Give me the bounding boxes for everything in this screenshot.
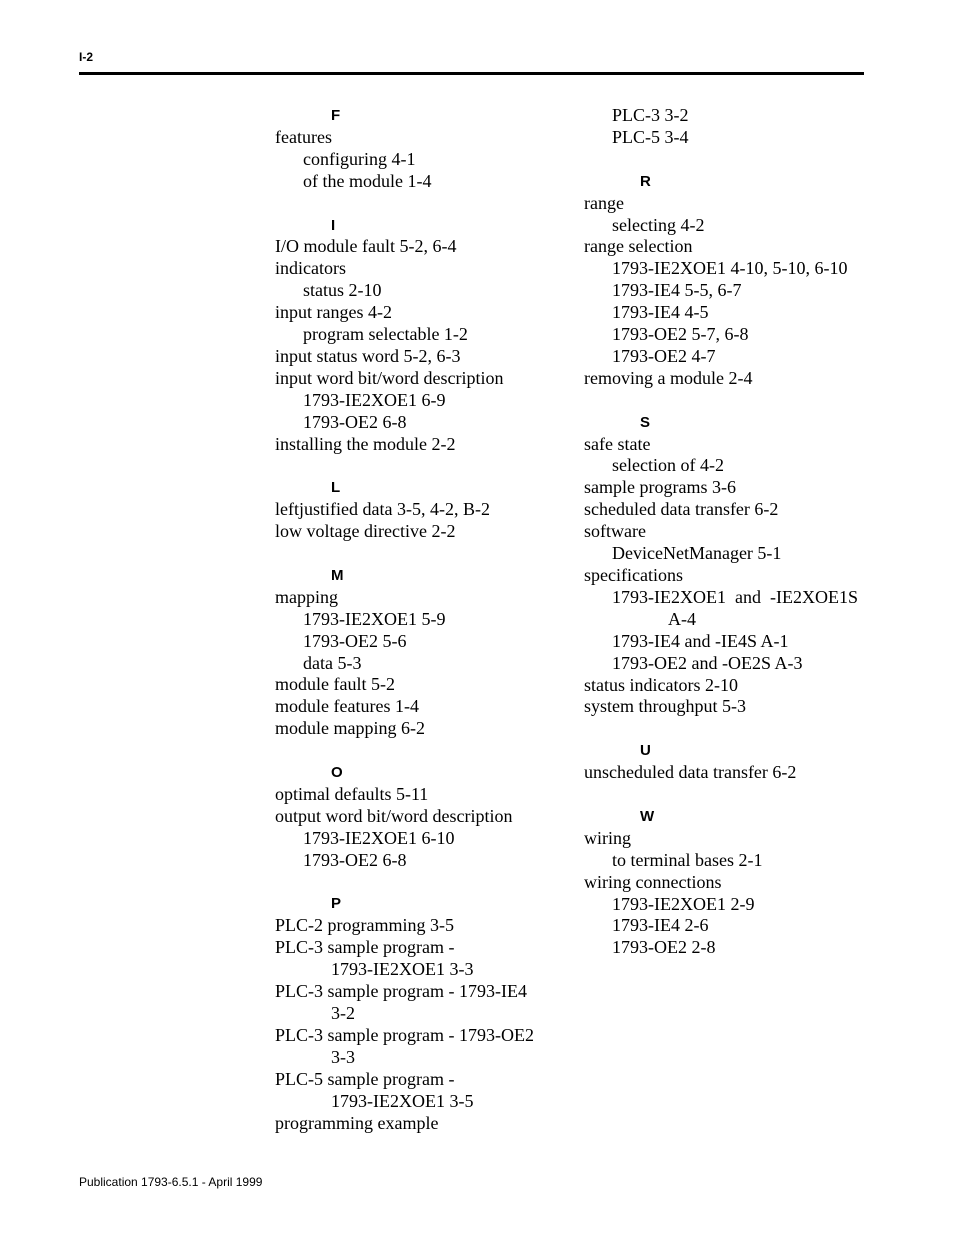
index-entry-continuation: 1793-IE2XOE1 3-5 [331,1090,474,1111]
index-section-f: F features configuring 4-1 of the module… [275,105,565,193]
index-entry: module features 1-4 [275,696,419,717]
index-subentry: 1793-OE2 5-7, 6-8 [612,324,749,345]
index-subentry: to terminal bases 2-1 [612,849,763,870]
index-section-w: W wiring to terminal bases 2-1 wiring co… [584,806,869,959]
index-subentry: configuring 4-1 [303,148,416,169]
index-section-p-continued: PLC-3 3-2 PLC-5 3-4 [584,105,869,149]
index-entry: scheduled data transfer 6-2 [584,499,779,520]
header-rule [79,72,864,75]
index-entry: indicators [275,258,346,279]
index-subentry: DeviceNetManager 5-1 [612,543,782,564]
index-entry: optimal defaults 5-11 [275,783,429,804]
index-entry: I/O module fault 5-2, 6-4 [275,236,457,257]
index-entry: module fault 5-2 [275,674,395,695]
index-entry: range [584,192,624,213]
index-subentry: status 2-10 [303,280,382,301]
index-entry: programming example [275,1112,439,1133]
index-section-m: M mapping 1793-IE2XOE1 5-9 1793-OE2 5-6 … [275,565,565,740]
index-entry: PLC-3 sample program - 1793-OE2 [275,1024,534,1045]
index-subentry: 1793-IE4 4-5 [612,302,709,323]
section-letter-r: R [640,172,651,190]
index-entry-continuation: 3-2 [331,1002,355,1023]
index-subentry: 1793-IE2XOE1 6-10 [303,827,455,848]
section-letter-u: U [640,742,651,760]
index-section-l: L leftjustified data 3-5, 4-2, B-2 low v… [275,477,565,543]
index-entry: PLC-3 sample program - [275,937,455,958]
index-entry: output word bit/word description [275,805,513,826]
section-letter-f: F [331,107,341,124]
index-entry-continuation: 3-3 [331,1046,355,1067]
section-letter-s: S [640,413,651,431]
index-subentry: data 5-3 [303,652,362,673]
index-subentry: 1793-OE2 2-8 [612,937,716,958]
index-entry: leftjustified data 3-5, 4-2, B-2 [275,499,490,520]
index-subentry: 1793-IE2XOE1 4-10, 5-10, 6-10 [612,258,848,279]
index-entry-continuation: 1793-IE2XOE1 3-3 [331,959,474,980]
index-subentry: 1793-OE2 5-6 [303,630,407,651]
index-entry: input status word 5-2, 6-3 [275,345,461,366]
index-entry: unscheduled data transfer 6-2 [584,762,797,783]
index-entry: input ranges 4-2 [275,302,392,323]
section-letter-o: O [331,764,343,782]
index-subentry: of the module 1-4 [303,170,432,191]
index-subentry: 1793-IE2XOE1 5-9 [303,608,446,629]
index-entry: wiring connections [584,871,722,892]
index-subentry: 1793-IE2XOE1 and -IE2XOE1S [612,586,858,607]
index-subentry: PLC-5 3-4 [612,126,689,147]
index-subentry: 1793-IE4 and -IE4S A-1 [612,630,789,651]
index-subentry: 1793-OE2 6-8 [303,849,407,870]
section-letter-l: L [331,479,341,497]
section-letter-p: P [331,895,342,913]
index-column-right: PLC-3 3-2 PLC-5 3-4 R range selecting 4-… [584,105,869,981]
index-subentry: selection of 4-2 [612,455,724,476]
index-entry: mapping [275,586,338,607]
index-entry: installing the module 2-2 [275,433,456,454]
page-number: I-2 [79,50,94,64]
index-entry: removing a module 2-4 [584,367,753,388]
index-subentry: 1793-IE2XOE1 2-9 [612,893,755,914]
index-subentry-continuation: A-4 [668,608,696,629]
index-section-r: R range selecting 4-2 range selection 17… [584,171,869,390]
index-entry: features [275,126,332,147]
index-subentry: 1793-IE4 5-5, 6-7 [612,280,742,301]
section-letter-m: M [331,566,344,584]
index-entry: safe state [584,433,651,454]
index-subentry: selecting 4-2 [612,214,705,235]
index-entry: system throughput 5-3 [584,696,746,717]
index-entry: range selection [584,236,693,257]
index-subentry: 1793-OE2 4-7 [612,345,716,366]
index-entry: sample programs 3-6 [584,477,736,498]
index-section-s: S safe state selection of 4-2 sample pro… [584,412,869,719]
index-entry: status indicators 2-10 [584,674,738,695]
index-subentry: 1793-IE2XOE1 6-9 [303,389,446,410]
index-entry: specifications [584,564,683,585]
section-letter-w: W [640,807,655,825]
index-section-p: P PLC-2 programming 3-5 PLC-3 sample pro… [275,893,565,1134]
index-subentry: PLC-3 3-2 [612,105,689,125]
index-entry: input word bit/word description [275,367,504,388]
section-letter-i: I [331,216,336,234]
index-subentry: 1793-OE2 and -OE2S A-3 [612,652,803,673]
publication-footer: Publication 1793-6.5.1 - April 1999 [79,1175,263,1189]
index-section-i: I I/O module fault 5-2, 6-4 indicators s… [275,215,565,456]
index-entry: module mapping 6-2 [275,718,425,739]
index-entry: PLC-3 sample program - 1793-IE4 [275,981,527,1002]
index-section-o: O optimal defaults 5-11 output word bit/… [275,762,565,872]
index-subentry: 1793-OE2 6-8 [303,411,407,432]
index-section-u: U unscheduled data transfer 6-2 [584,740,869,784]
index-entry: PLC-5 sample program - [275,1068,455,1089]
index-subentry: 1793-IE4 2-6 [612,915,709,936]
index-subentry: program selectable 1-2 [303,324,468,345]
index-entry: PLC-2 programming 3-5 [275,915,454,936]
index-column-left: F features configuring 4-1 of the module… [275,105,565,1156]
index-entry: software [584,521,646,542]
index-entry: wiring [584,827,631,848]
index-entry: low voltage directive 2-2 [275,521,456,542]
